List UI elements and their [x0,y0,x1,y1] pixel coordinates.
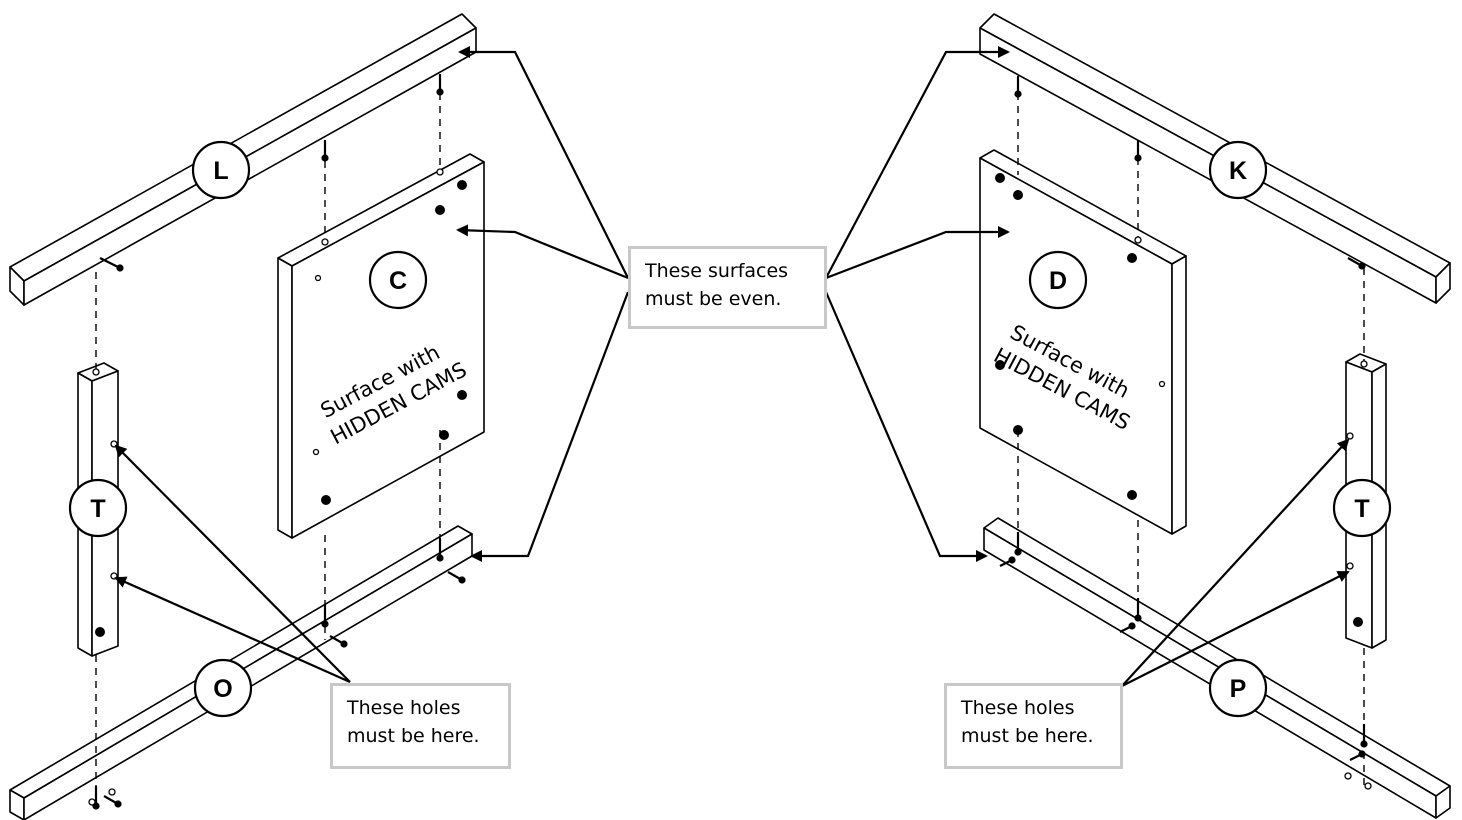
rail-p [983,517,1451,819]
label-t-right: T [1332,478,1392,538]
note-holes-right: These holes must be here. [944,683,1123,769]
label-o: O [193,658,253,718]
panel-c [277,153,485,539]
note-holes-right-line1: These holes [961,697,1075,719]
label-t-left: T [68,478,128,538]
label-d: D [1028,250,1088,310]
dowels [92,74,1368,810]
note-holes-right-line2: must be here. [961,725,1094,747]
note-holes-left: These holes must be here. [330,683,511,769]
svg-text:D: D [1049,267,1067,295]
note-surfaces-even: These surfaces must be even. [628,246,827,329]
label-l: L [191,140,251,200]
open-holes [88,168,1372,806]
svg-text:T: T [90,495,105,523]
label-c: C [368,250,428,310]
svg-text:C: C [389,267,407,295]
svg-text:K: K [1229,157,1247,185]
note-surfaces-line1: These surfaces [645,260,789,282]
rail-k [979,13,1451,304]
svg-text:L: L [213,157,228,185]
cam-holes [95,173,1363,637]
note-holes-left-line2: must be here. [347,725,480,747]
panel-d [979,149,1187,535]
label-k: K [1208,140,1268,200]
note-holes-left-line1: These holes [347,697,461,719]
label-p: P [1208,658,1268,718]
svg-text:P: P [1230,675,1247,703]
svg-text:T: T [1354,495,1369,523]
leader-arrows [114,46,1350,687]
note-surfaces-line2: must be even. [645,288,782,310]
svg-text:O: O [213,675,232,703]
